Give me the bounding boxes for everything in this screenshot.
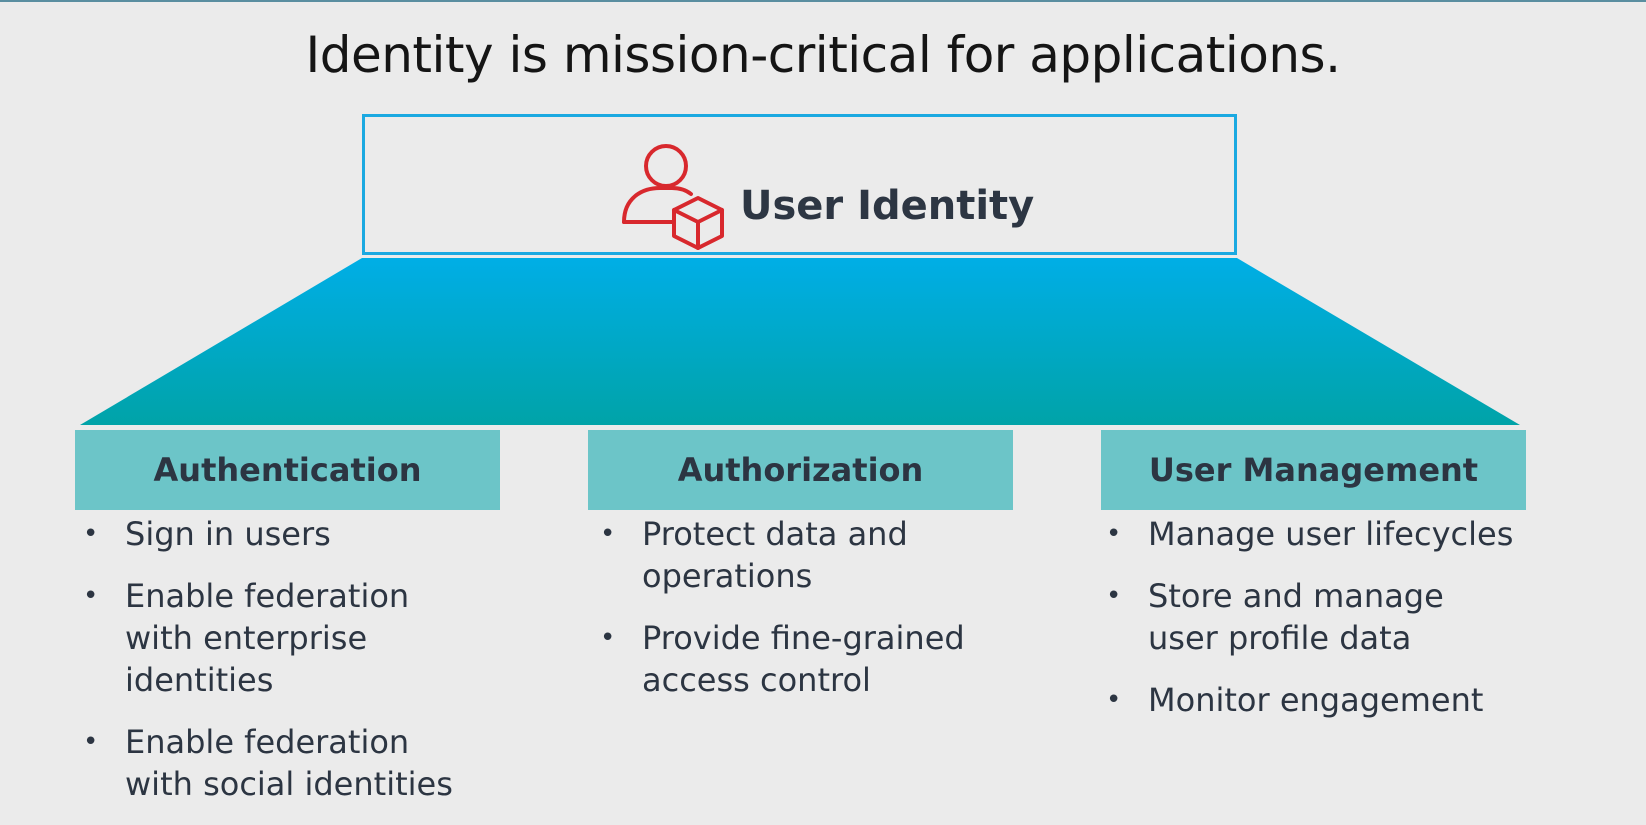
list-item: • Manage user lifecycles: [1098, 513, 1528, 555]
authorization-header: Authorization: [588, 430, 1013, 510]
authentication-header: Authentication: [75, 430, 500, 510]
list-item: • Protect data and operations: [592, 513, 952, 597]
user-management-header: User Management: [1101, 430, 1526, 510]
bullet-icon: •: [1106, 581, 1122, 611]
list-item: • Provide fine-grained access control: [592, 617, 972, 701]
list-item-text: Provide fine-grained access control: [642, 619, 965, 699]
bullet-icon: •: [600, 623, 616, 653]
bullet-icon: •: [83, 581, 99, 611]
authorization-list: • Protect data and operations • Provide fi…: [592, 513, 1022, 721]
bullet-icon: •: [83, 519, 99, 549]
list-item-text: Enable federation with social identities: [125, 723, 453, 803]
bullet-icon: •: [600, 519, 616, 549]
user-identity-icon: [622, 144, 724, 250]
authentication-list: • Sign in users • Enable federation with e…: [75, 513, 505, 825]
list-item: • Sign in users: [75, 513, 505, 555]
list-item-text: Enable federation with enterprise identi…: [125, 577, 410, 699]
list-item-text: Store and manage user profile data: [1148, 577, 1444, 657]
user-identity-label: User Identity: [740, 183, 1035, 229]
bullet-icon: •: [1106, 685, 1122, 715]
list-item: • Store and manage user profile data: [1098, 575, 1518, 659]
user-identity-box: [362, 114, 1237, 255]
user-management-list: • Manage user lifecycles • Store and manag…: [1098, 513, 1528, 741]
list-item: • Enable federation with enterprise ident…: [75, 575, 485, 701]
list-item-text: Sign in users: [125, 515, 331, 553]
list-item: • Enable federation with social identitie…: [75, 721, 485, 805]
list-item-text: Protect data and operations: [642, 515, 908, 595]
slide-title: Identity is mission-critical for applica…: [305, 26, 1341, 84]
bullet-icon: •: [83, 727, 99, 757]
list-item: • Monitor engagement: [1098, 679, 1528, 721]
list-item-text: Monitor engagement: [1148, 681, 1484, 719]
top-rule: [0, 0, 1646, 2]
list-item-text: Manage user lifecycles: [1148, 515, 1514, 553]
bullet-icon: •: [1106, 519, 1122, 549]
